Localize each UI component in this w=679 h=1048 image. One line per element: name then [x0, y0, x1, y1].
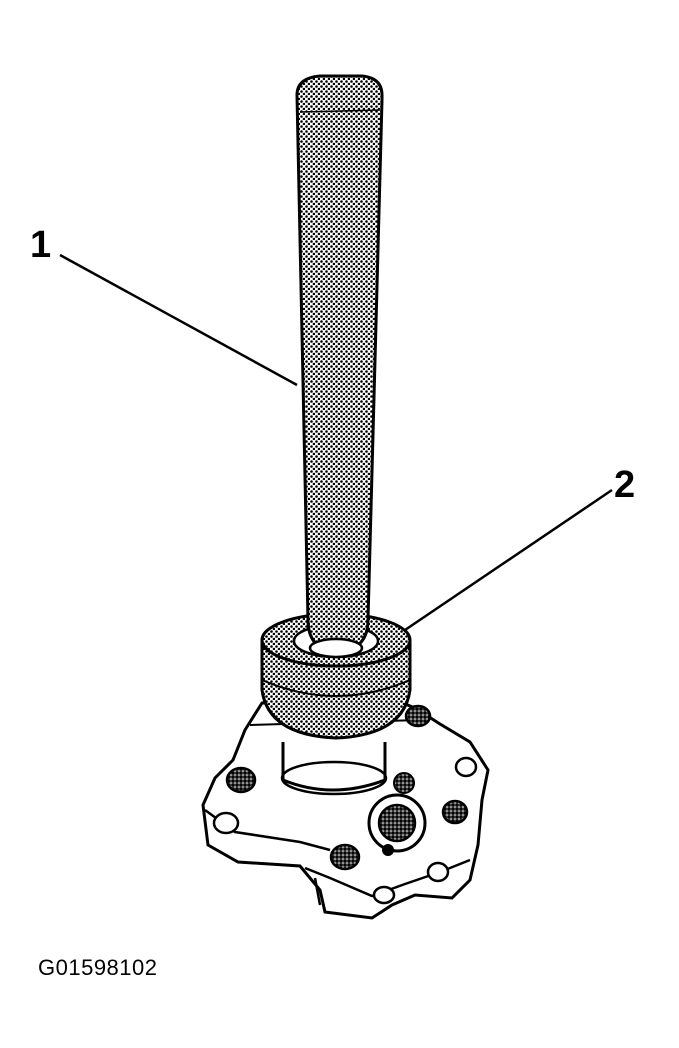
threaded-rod-tool: [295, 74, 384, 659]
figure-code: G01598102: [38, 955, 158, 980]
pump-housing: [201, 698, 490, 920]
callout-label-1: 1: [30, 224, 52, 266]
callout-label-2: 2: [614, 464, 636, 506]
leader-line-1: [59, 253, 298, 387]
leader-line-2: [404, 488, 613, 632]
